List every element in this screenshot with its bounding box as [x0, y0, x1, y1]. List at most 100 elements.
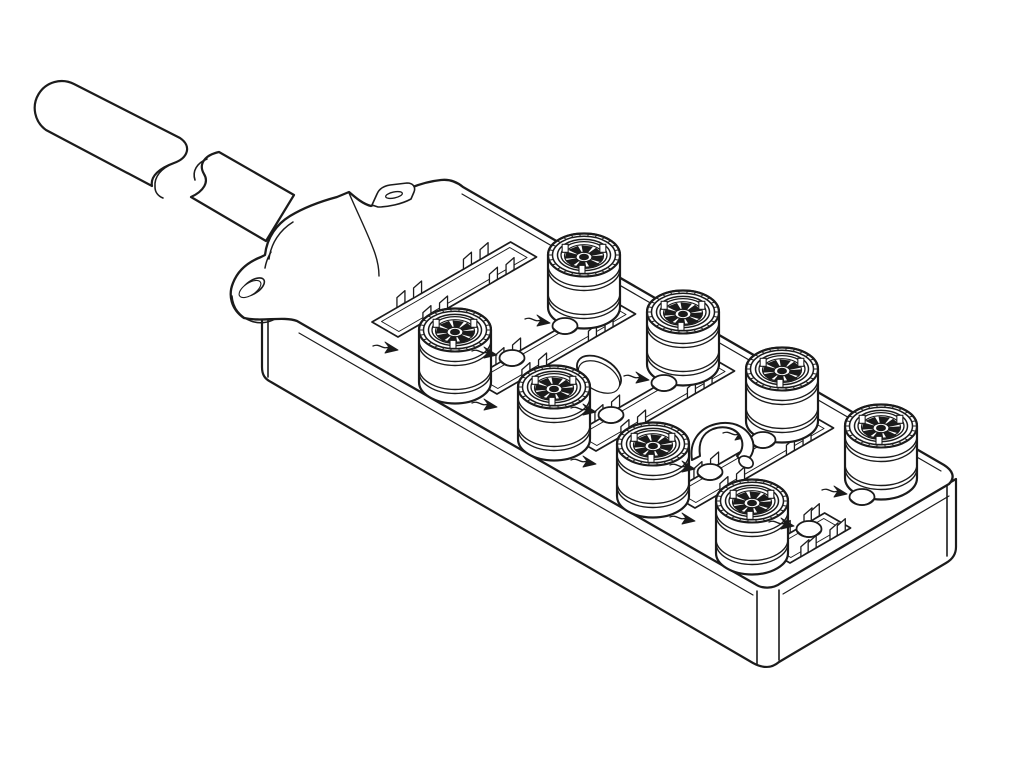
port-1-ring	[547, 268, 621, 292]
port-6-knurl-tick	[521, 376, 527, 379]
port-5-knurl-tick	[441, 309, 445, 313]
port-6-knurl-tick	[557, 405, 559, 409]
port-6-knurl-tick	[540, 366, 544, 370]
port-2-ring	[646, 353, 720, 377]
port-2-knurl-tick	[655, 323, 660, 327]
port-4-knurl-tick	[867, 443, 871, 447]
port-1-knurl-tick	[570, 234, 574, 238]
port-6-ring	[517, 428, 591, 452]
hole-ellipse-3	[385, 190, 403, 200]
port-3-pin-center	[777, 367, 787, 375]
port-8-knurl-tick	[762, 480, 766, 484]
port-3-pin-ring	[773, 365, 791, 377]
port-8-knurl-tick	[782, 504, 788, 507]
port-4-knurl-tick	[845, 429, 851, 432]
port-5-knurl-tick	[482, 319, 488, 322]
port-3-knurl-tick	[777, 347, 779, 351]
port-3-knurl-tick	[812, 363, 818, 366]
port-3-knurl-tick	[777, 387, 779, 391]
port-1-knurl-tick	[601, 269, 605, 274]
port-3-knurl-tick	[754, 354, 759, 358]
recess-clip	[462, 251, 473, 270]
recess-clip	[488, 266, 499, 285]
port-1-pin-center	[579, 253, 589, 261]
port-4-knurl-tick	[876, 444, 878, 448]
housing-chamfer-2	[782, 495, 950, 595]
port-1-knurl-tick	[579, 233, 581, 237]
port-8-knurl-tick	[738, 518, 742, 522]
port-4-keyway	[858, 414, 866, 424]
port-4-knurl-tick	[891, 405, 895, 409]
port-7-knurl-tick	[617, 438, 623, 441]
port-5-knurl-tick	[450, 348, 452, 352]
port-4-knurl-tick	[898, 407, 902, 412]
port-1-knurl-tick	[548, 249, 554, 252]
port-8-knurl-tick	[755, 479, 757, 483]
port-2-knurl-tick	[647, 306, 653, 309]
port-6-knurl-tick	[577, 398, 582, 402]
port-2-knurl-tick	[693, 329, 697, 333]
port-5-knurl-tick	[472, 311, 476, 316]
port-2-knurl-tick	[650, 301, 656, 304]
port-6-keyway	[569, 375, 577, 385]
port-3-knurl-tick	[792, 386, 796, 390]
port-3-knurl-tick	[785, 347, 787, 351]
tether-hook-ball	[738, 455, 754, 469]
port-5-knurl-tick	[450, 308, 452, 312]
port-1-keyway	[599, 243, 607, 253]
port-3-keyway	[776, 378, 784, 388]
port-1-knurl-tick	[579, 273, 581, 277]
port-5-pin-ring	[446, 326, 464, 338]
port-5-keyway	[449, 339, 457, 349]
port-2-knurl-tick	[713, 306, 719, 309]
led-base-1	[551, 326, 579, 335]
indicator-arrow-tail-2	[623, 374, 641, 379]
port-1-knurl-tick	[556, 240, 561, 244]
port-3-ring	[745, 378, 819, 402]
port-8-knurl-tick	[779, 509, 785, 512]
port-3-knurl-tick	[761, 383, 765, 388]
port-5-knurl-tick	[458, 348, 460, 352]
indicator-arrow-tail-3	[722, 431, 740, 436]
port-2-knurl-tick	[713, 315, 719, 318]
port-2-knurl-tick	[678, 330, 680, 334]
port-8-ring	[715, 538, 789, 562]
port-7-knurl-tick	[639, 423, 643, 427]
port-1-knurl-tick	[548, 258, 554, 261]
port-8-knurl-tick	[762, 518, 766, 522]
port-7-knurl-tick	[620, 452, 626, 455]
port-2-knurl-tick	[710, 320, 716, 323]
port-5-pin-center	[450, 328, 460, 336]
port-2-knurl-tick	[650, 320, 656, 323]
port-1-knurl-tick	[556, 266, 561, 270]
port-7-knurl-tick	[680, 452, 686, 455]
port-7-knurl-tick	[663, 461, 667, 465]
port-6-knurl-tick	[564, 404, 568, 408]
port-2-knurl-tick	[662, 293, 666, 298]
port-8-knurl-tick	[782, 495, 788, 498]
port-4-knurl-tick	[908, 434, 914, 437]
port-1-ring	[547, 296, 621, 320]
port-8-knurl-tick	[775, 512, 780, 516]
port-2-pin-center	[678, 310, 688, 318]
port-2-knurl-tick	[662, 326, 666, 331]
indicator-arrow-tail-9	[372, 344, 390, 349]
port-6-knurl-tick	[526, 372, 531, 376]
port-4-keyway	[875, 435, 883, 445]
port-3-keyway	[797, 357, 805, 367]
port-1-pin-ring	[575, 251, 593, 263]
port-4-knurl-tick	[904, 437, 909, 441]
indicator-arrow-tail-11	[570, 458, 588, 463]
port-7-keyway	[647, 453, 655, 463]
cable-break-curl-2	[193, 158, 208, 181]
port-3-knurl-tick	[799, 383, 803, 388]
port-7-knurl-tick	[683, 447, 689, 450]
port-3-knurl-tick	[749, 377, 755, 380]
port-5-knurl-tick	[458, 308, 460, 312]
port-3-knurl-tick	[805, 380, 810, 384]
port-4-ring	[844, 439, 918, 463]
port-1-ring	[547, 264, 621, 288]
port-5-knurl-tick	[485, 333, 491, 336]
port-7-knurl-tick	[680, 433, 686, 436]
